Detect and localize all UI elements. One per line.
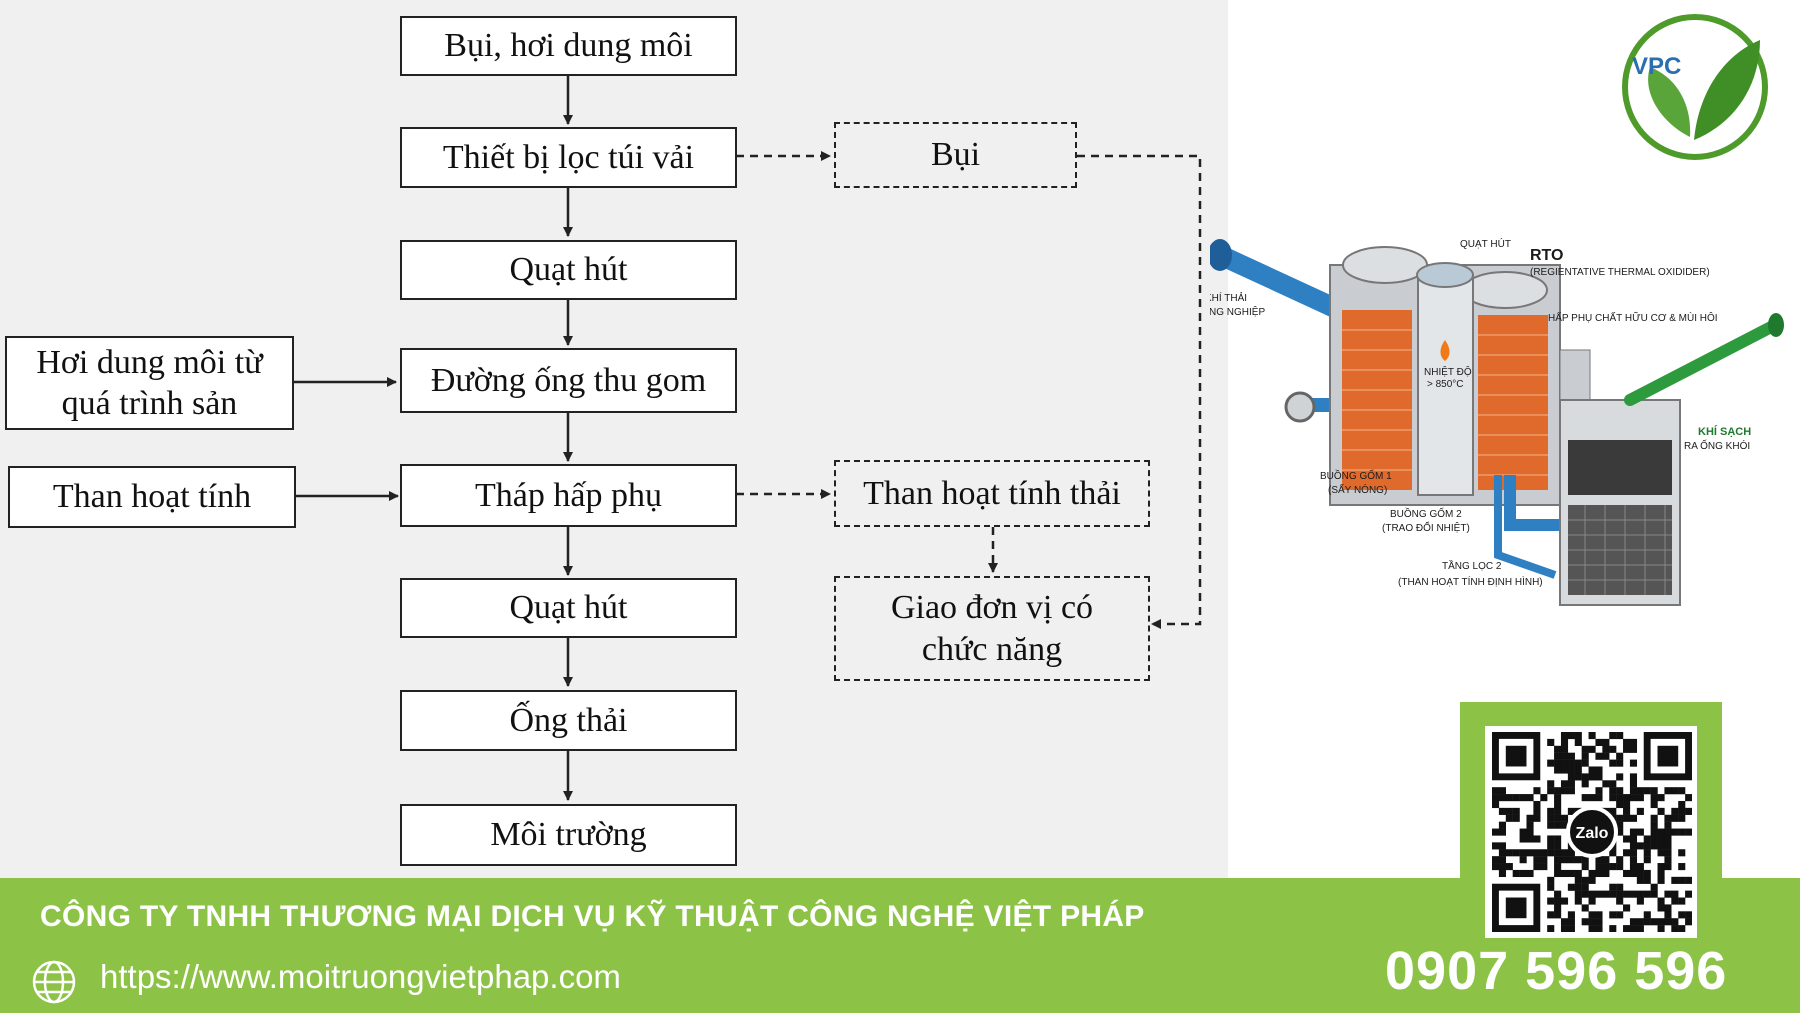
node-dust: Bụi bbox=[834, 122, 1077, 188]
rto-illustration: NHIỆT ĐỘ > 850°C RTO (REGIENTATIVE THERM… bbox=[1210, 237, 1784, 606]
clean-air-pipe bbox=[1624, 319, 1781, 406]
node-adsorption-tower: Tháp hấp phụ bbox=[400, 464, 737, 527]
svg-text:BUỒNG GỐM 1: BUỒNG GỐM 1 bbox=[1320, 468, 1392, 482]
company-name: CÔNG TY TNHH THƯƠNG MẠI DỊCH VỤ KỸ THUẬT… bbox=[40, 900, 1145, 933]
svg-text:(TRAO ĐỔI NHIỆT): (TRAO ĐỔI NHIỆT) bbox=[1382, 521, 1470, 534]
combustion-core bbox=[1417, 274, 1474, 496]
vpc-logo: VPC bbox=[1622, 14, 1768, 160]
zalo-qr-code[interactable]: Zalo bbox=[1492, 732, 1692, 932]
rto-title: RTO bbox=[1530, 247, 1563, 264]
svg-text:KHÍ THẢI: KHÍ THẢI bbox=[1210, 291, 1247, 304]
leaf-left-icon bbox=[1648, 67, 1691, 137]
node-spent-carbon: Than hoạt tính thải bbox=[834, 460, 1150, 527]
qr-finder-pattern bbox=[1643, 732, 1692, 781]
node-exhaust-pipe: Ống thải bbox=[400, 690, 737, 751]
svg-text:CÔNG NGHIỆP: CÔNG NGHIỆP bbox=[1210, 305, 1265, 318]
svg-text:HẤP PHỤ CHẤT HỮU CƠ & MÙI HÔI: HẤP PHỤ CHẤT HỮU CƠ & MÙI HÔI bbox=[1548, 311, 1718, 324]
globe-icon bbox=[32, 960, 76, 1004]
svg-text:(THAN HOẠT TÍNH ĐỊNH HÌNH): (THAN HOẠT TÍNH ĐỊNH HÌNH) bbox=[1398, 575, 1543, 588]
svg-text:(SẤY NÓNG): (SẤY NÓNG) bbox=[1328, 483, 1387, 496]
leaf-right-icon bbox=[1694, 40, 1760, 140]
qr-finder-pattern bbox=[1492, 732, 1541, 781]
svg-text:RA ỐNG KHÓI: RA ỐNG KHÓI bbox=[1684, 438, 1750, 452]
website-link[interactable]: https://www.moitruongvietphap.com bbox=[100, 958, 621, 995]
node-fan-1: Quạt hút bbox=[400, 240, 737, 300]
ceramic-chamber-2 bbox=[1478, 315, 1548, 490]
node-handover-unit: Giao đơn vị có chức năng bbox=[834, 576, 1150, 681]
node-dust-solvent: Bụi, hơi dung môi bbox=[400, 16, 737, 76]
svg-text:BUỒNG GỐM 2: BUỒNG GỐM 2 bbox=[1390, 506, 1462, 520]
node-activated-carbon: Than hoạt tính bbox=[8, 466, 296, 528]
node-collection-pipe: Đường ống thu gom bbox=[400, 348, 737, 413]
node-environment: Môi trường bbox=[400, 804, 737, 866]
qr-finder-pattern bbox=[1492, 883, 1541, 932]
svg-text:> 850°C: > 850°C bbox=[1427, 379, 1464, 390]
svg-text:KHÍ SẠCH: KHÍ SẠCH bbox=[1698, 425, 1751, 438]
node-fan-2: Quạt hút bbox=[400, 578, 737, 638]
dashed-dust-to-handover bbox=[1077, 154, 1202, 629]
flame-icon bbox=[1440, 340, 1450, 361]
rto-subtitle: (REGIENTATIVE THERMAL OXIDIDER) bbox=[1530, 267, 1710, 278]
flowchart-connectors bbox=[294, 76, 1202, 801]
ceramic-chamber-1 bbox=[1342, 310, 1412, 490]
node-bag-filter: Thiết bị lọc túi vải bbox=[400, 127, 737, 188]
fan-wheel-icon bbox=[1284, 391, 1316, 423]
zalo-label: Zalo bbox=[1576, 825, 1609, 842]
node-solvent-vapor-process: Hơi dung môi từ quá trình sản bbox=[5, 336, 294, 430]
zalo-icon bbox=[1566, 806, 1618, 858]
phone-number[interactable]: 0907 596 596 bbox=[1385, 941, 1728, 1001]
logo-text: VPC bbox=[1632, 53, 1681, 80]
svg-text:NHIỆT ĐỘ: NHIỆT ĐỘ bbox=[1424, 365, 1472, 378]
svg-text:QUẠT HÚT: QUẠT HÚT bbox=[1460, 237, 1511, 250]
svg-text:TẦNG LỌC 2: TẦNG LỌC 2 bbox=[1442, 559, 1502, 572]
